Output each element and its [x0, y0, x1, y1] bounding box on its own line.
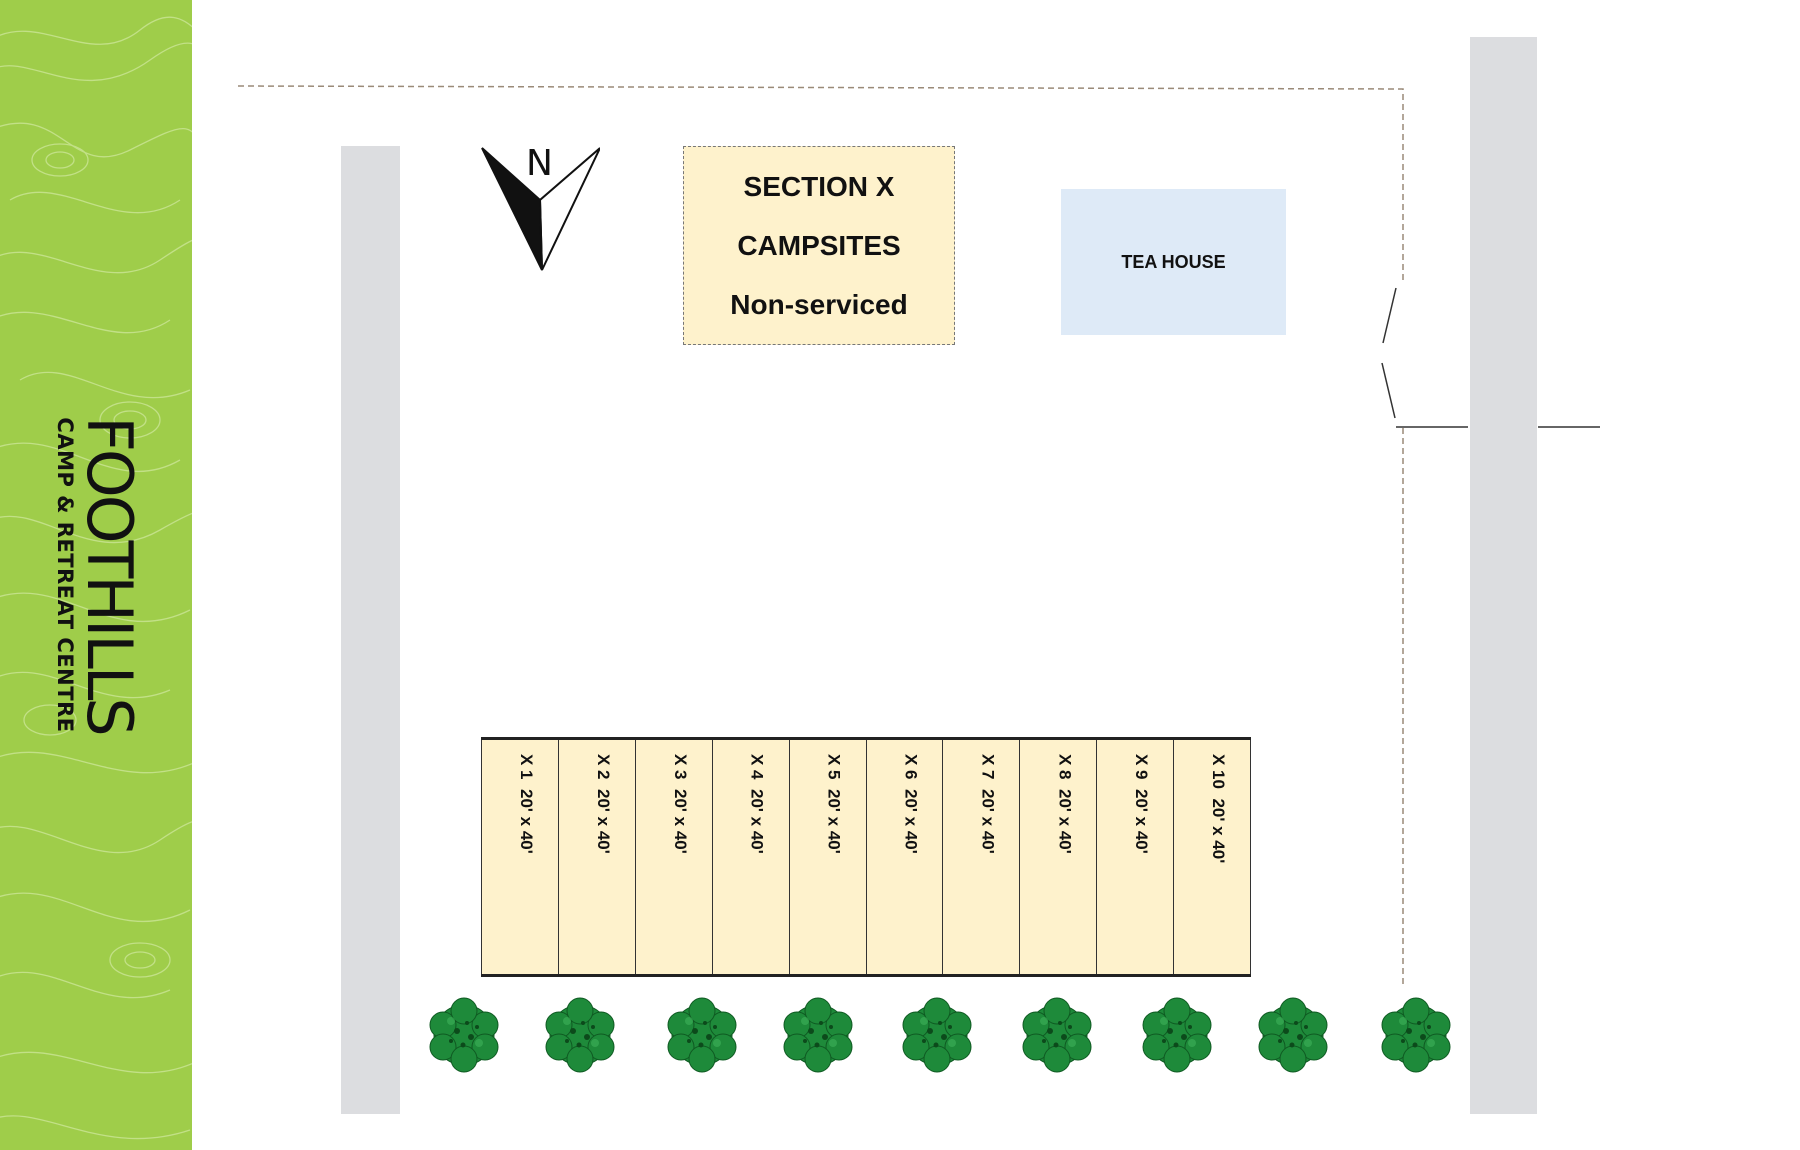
road-left	[341, 146, 400, 1114]
campsite[interactable]: X 3 20' x 40'	[634, 740, 712, 974]
campsite-label: X 10 20' x 40'	[1209, 754, 1229, 864]
tree-icon	[775, 995, 861, 1075]
brand-sidebar: FOOTHILLS CAMP & RETREAT CENTRE	[0, 0, 192, 1150]
section-info-box: SECTION X CAMPSITES Non-serviced	[683, 146, 955, 345]
campsite-label: X 1 20' x 40'	[516, 754, 536, 854]
tea-house-label: TEA HOUSE	[1121, 251, 1226, 272]
campsite[interactable]: X 6 20' x 40'	[865, 740, 943, 974]
campsite[interactable]: X 5 20' x 40'	[788, 740, 866, 974]
campsite-row: X 1 20' x 40' X 2 20' x 40' X 3 20' x 40…	[481, 737, 1252, 977]
campsite-label: X 3 20' x 40'	[670, 754, 690, 854]
campsite[interactable]: X 10 20' x 40'	[1173, 740, 1252, 974]
tree-icon	[894, 995, 980, 1075]
tree-icon	[1134, 995, 1220, 1075]
tree-icon	[1014, 995, 1100, 1075]
campsite[interactable]: X 7 20' x 40'	[942, 740, 1020, 974]
tree-icon	[537, 995, 623, 1075]
campsite[interactable]: X 2 20' x 40'	[557, 740, 635, 974]
boundary-top	[237, 85, 1404, 283]
tea-house[interactable]: TEA HOUSE	[1061, 189, 1286, 335]
campsite[interactable]: X 8 20' x 40'	[1019, 740, 1097, 974]
gate-left-leaf	[1382, 287, 1397, 344]
campsite-label: X 9 20' x 40'	[1132, 754, 1152, 854]
section-subtitle: CAMPSITES	[737, 229, 901, 261]
north-label: N	[526, 143, 553, 184]
road-right	[1470, 37, 1537, 1114]
campsite-label: X 5 20' x 40'	[824, 754, 844, 854]
tree-icon	[1250, 995, 1336, 1075]
tree-icon	[659, 995, 745, 1075]
campsite-label: X 4 20' x 40'	[747, 754, 767, 854]
campsite-label: X 6 20' x 40'	[901, 754, 921, 854]
north-arrow-icon	[481, 147, 600, 271]
section-service-type: Non-serviced	[730, 288, 908, 320]
campsite[interactable]: X 9 20' x 40'	[1096, 740, 1174, 974]
section-title: SECTION X	[743, 170, 895, 202]
tree-icon	[1373, 995, 1459, 1075]
campsite[interactable]: X 1 20' x 40'	[481, 740, 558, 974]
topographic-pattern	[0, 16, 192, 1140]
tree-icon	[421, 995, 507, 1075]
campsite-label: X 8 20' x 40'	[1055, 754, 1075, 854]
campsite[interactable]: X 4 20' x 40'	[711, 740, 789, 974]
campsite-label: X 2 20' x 40'	[593, 754, 613, 854]
gate-right-leaf	[1381, 362, 1396, 419]
campsite-label: X 7 20' x 40'	[978, 754, 998, 854]
